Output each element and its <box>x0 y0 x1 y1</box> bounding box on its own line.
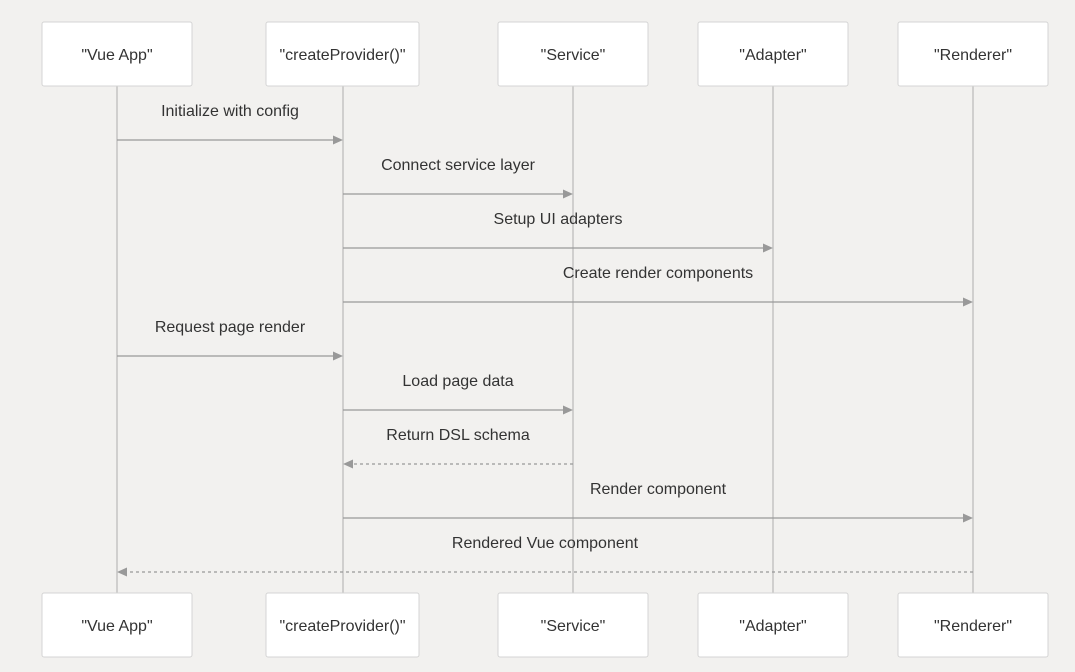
arrowhead-icon <box>563 405 573 415</box>
actor-label: "createProvider()" <box>279 618 405 635</box>
arrowhead-icon <box>963 513 973 523</box>
arrowhead-icon <box>563 189 573 199</box>
arrowhead-icon <box>343 459 353 469</box>
actor-box <box>897 21 1049 87</box>
actor-service-bottom: "Service" <box>497 592 649 658</box>
message-label: Initialize with config <box>161 103 299 120</box>
actor-label: "Service" <box>541 47 606 64</box>
actor-create-provider-bottom: "createProvider()" <box>265 592 420 658</box>
actor-box <box>497 21 649 87</box>
message-label: Render component <box>590 481 727 498</box>
actor-renderer-top: "Renderer" <box>897 21 1049 87</box>
actor-box <box>41 592 193 658</box>
arrowhead-icon <box>333 351 343 361</box>
actor-box <box>41 21 193 87</box>
arrowhead-icon <box>333 135 343 145</box>
message-label: Request page render <box>155 319 306 336</box>
message-8: Render component <box>343 481 973 523</box>
message-3: Setup UI adapters <box>343 211 773 253</box>
actor-box <box>265 592 420 658</box>
actor-adapter-bottom: "Adapter" <box>697 592 849 658</box>
actor-renderer-bottom: "Renderer" <box>897 592 1049 658</box>
actor-label: "Vue App" <box>81 47 152 64</box>
actor-label: "Vue App" <box>81 618 152 635</box>
message-9: Rendered Vue component <box>117 535 973 577</box>
message-label: Return DSL schema <box>386 427 530 444</box>
arrowhead-icon <box>117 567 127 577</box>
actors-bottom: "Vue App" "createProvider()" "Service" "Ada… <box>41 592 1049 658</box>
actor-label: "Adapter" <box>739 47 806 64</box>
actors-top: "Vue App" "createProvider()" "Service" "Ada… <box>41 21 1049 87</box>
message-label: Connect service layer <box>381 157 536 174</box>
message-label: Rendered Vue component <box>452 535 639 552</box>
actor-label: "createProvider()" <box>279 47 405 64</box>
message-1: Initialize with config <box>117 103 343 145</box>
actor-service-top: "Service" <box>497 21 649 87</box>
actor-box <box>897 592 1049 658</box>
actor-box <box>697 592 849 658</box>
message-label: Setup UI adapters <box>494 211 623 228</box>
message-7: Return DSL schema <box>343 427 573 469</box>
actor-label: "Renderer" <box>934 618 1012 635</box>
actor-vue-app-bottom: "Vue App" <box>41 592 193 658</box>
arrowhead-icon <box>763 243 773 253</box>
actor-box <box>697 21 849 87</box>
message-4: Create render components <box>343 265 973 307</box>
lifelines <box>116 86 974 593</box>
message-5: Request page render <box>117 319 343 361</box>
arrowhead-icon <box>963 297 973 307</box>
message-label: Load page data <box>402 373 513 390</box>
message-label: Create render components <box>563 265 753 282</box>
actor-label: "Service" <box>541 618 606 635</box>
message-2: Connect service layer <box>343 157 573 199</box>
actor-label: "Renderer" <box>934 47 1012 64</box>
actor-create-provider-top: "createProvider()" <box>265 21 420 87</box>
actor-adapter-top: "Adapter" <box>697 21 849 87</box>
actor-vue-app-top: "Vue App" <box>41 21 193 87</box>
actor-label: "Adapter" <box>739 618 806 635</box>
actor-box <box>265 21 420 87</box>
actor-box <box>497 592 649 658</box>
message-6: Load page data <box>343 373 573 415</box>
